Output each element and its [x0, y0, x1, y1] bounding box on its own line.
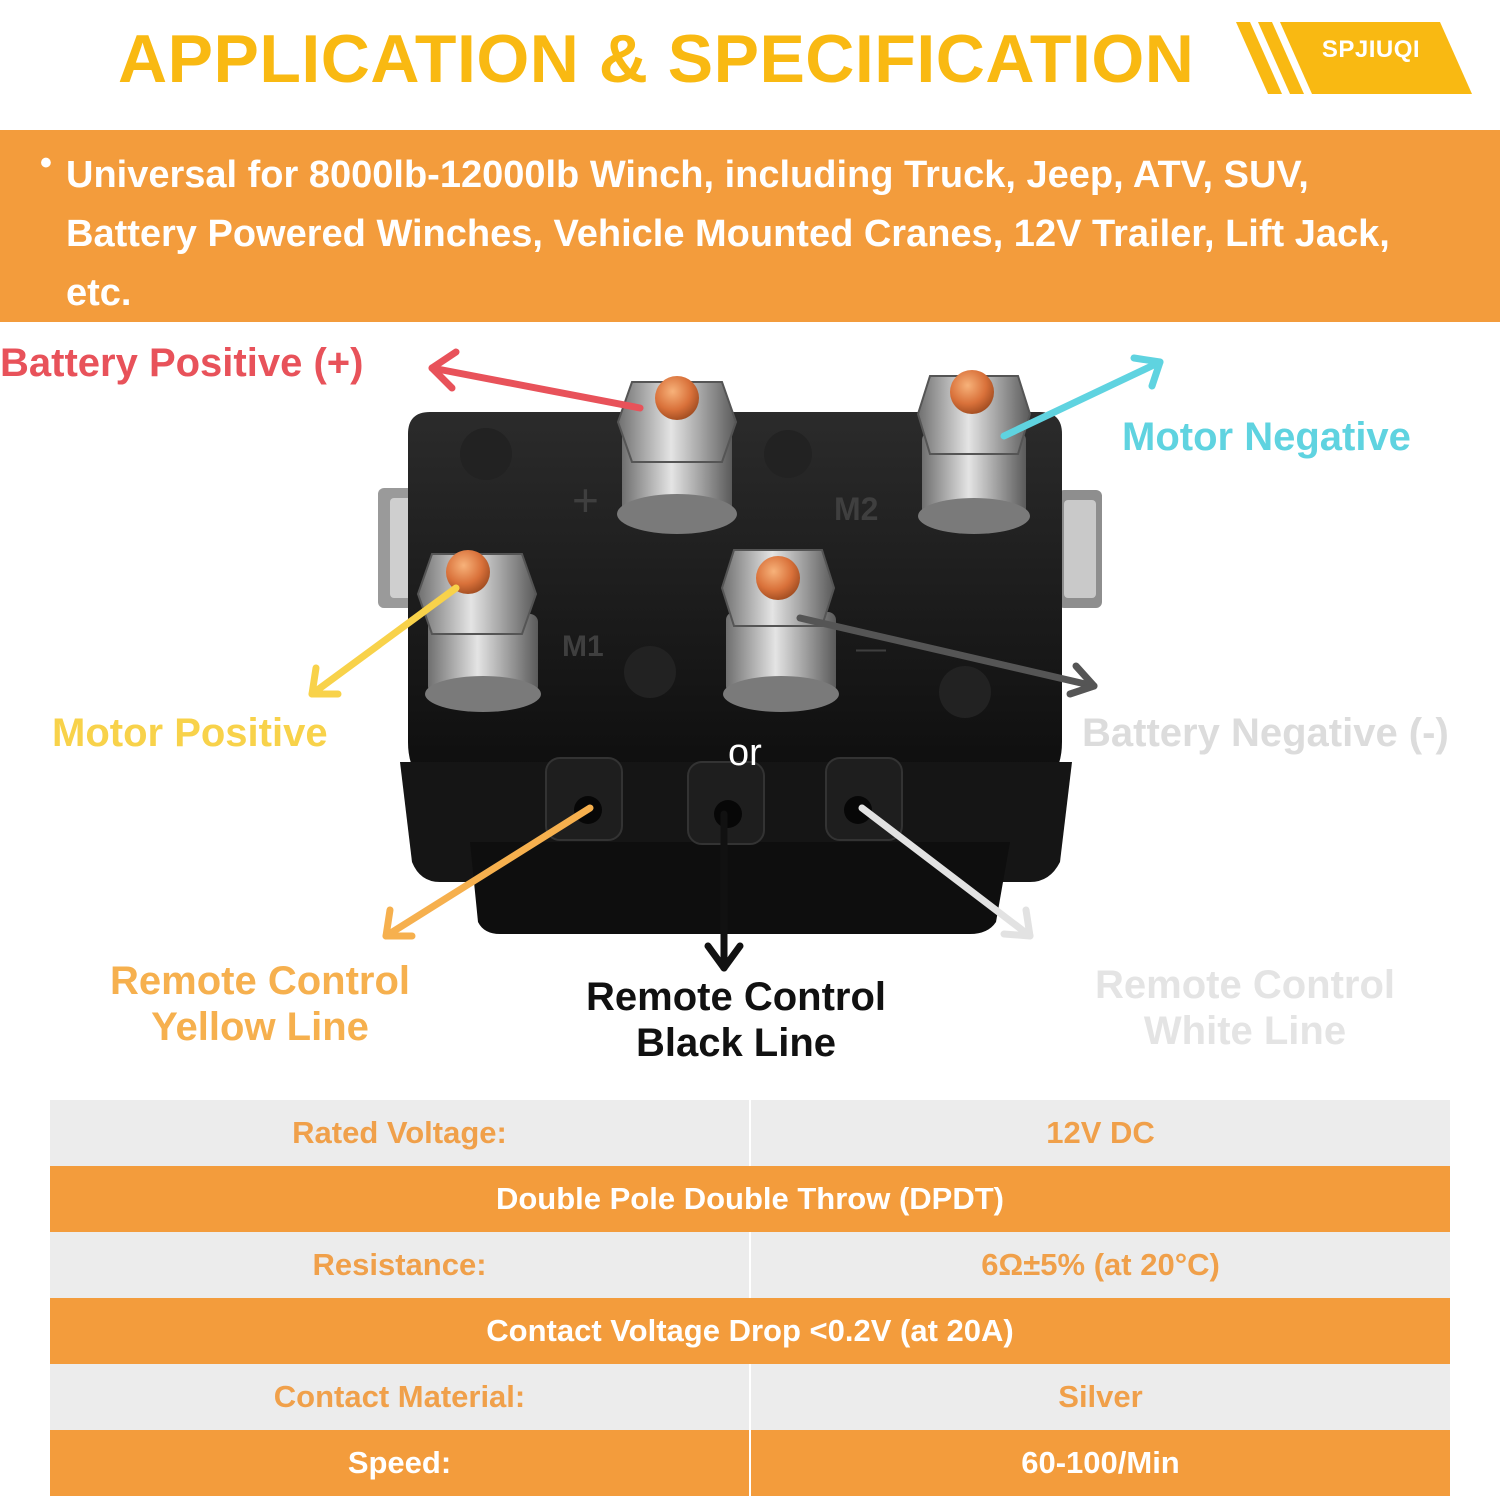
label-remote-white: Remote Control White Line — [1045, 962, 1445, 1054]
label-battery-negative: Battery Negative (-) — [1082, 711, 1449, 755]
brand-name: SPJIUQI — [1321, 36, 1421, 63]
spec-label-speed: Speed: — [50, 1430, 751, 1496]
spec-label-rated-voltage: Rated Voltage: — [50, 1100, 751, 1166]
spec-row-contact-material: Contact Material: Silver — [50, 1364, 1450, 1430]
terminal-mark-m2: M2 — [834, 491, 878, 527]
terminal-motor-positive — [416, 550, 541, 712]
spec-label-contact-material: Contact Material: — [50, 1364, 751, 1430]
label-or: or — [728, 732, 762, 774]
bullet-icon: • — [40, 144, 52, 182]
terminal-battery-negative — [720, 549, 839, 712]
spec-value-resistance: 6Ω±5% (at 20°C) — [981, 1247, 1220, 1282]
label-remote-yellow-line1: Remote Control — [110, 959, 410, 1003]
label-remote-black-line1: Remote Control — [586, 975, 886, 1019]
arrow-remote-black — [704, 810, 744, 972]
spec-value-contact-material: Silver — [1058, 1379, 1143, 1414]
spec-row-speed: Speed: 60-100/Min — [50, 1430, 1450, 1496]
spec-pole-type: Double Pole Double Throw (DPDT) — [495, 1181, 1005, 1216]
arrow-battery-negative — [796, 614, 1098, 698]
terminal-mark-plus: + — [572, 474, 599, 526]
terminal-battery-positive — [616, 376, 738, 534]
brand-badge-shape — [1236, 22, 1472, 94]
label-motor-positive: Motor Positive — [52, 711, 328, 755]
application-text: Universal for 8000lb-12000lb Winch, incl… — [66, 154, 1390, 314]
label-remote-yellow-line2: Yellow Line — [151, 1005, 369, 1049]
spec-row-contact-drop: Contact Voltage Drop <0.2V (at 20A) — [50, 1298, 1450, 1364]
spec-row-resistance: Resistance: 6Ω±5% (at 20°C) — [50, 1232, 1450, 1298]
solenoid-diagram: + M2 M1 — — [308, 348, 1164, 972]
label-remote-yellow: Remote Control Yellow Line — [60, 958, 460, 1050]
arrow-motor-negative — [1000, 354, 1164, 440]
mounting-bracket-right — [1058, 490, 1102, 608]
page-title: APPLICATION & SPECIFICATION — [118, 21, 1195, 97]
terminal-motor-negative — [916, 370, 1032, 534]
spec-value-rated-voltage: 12V DC — [1046, 1115, 1155, 1150]
spec-value-speed: 60-100/Min — [1021, 1445, 1180, 1480]
application-banner: • Universal for 8000lb-12000lb Winch, in… — [0, 130, 1500, 322]
label-motor-negative: Motor Negative — [1122, 415, 1411, 459]
label-remote-black: Remote Control Black Line — [536, 974, 936, 1066]
label-remote-white-line2: White Line — [1143, 1009, 1347, 1053]
label-remote-black-line2: Black Line — [635, 1021, 837, 1065]
solenoid-body — [400, 412, 1072, 934]
arrow-motor-positive — [308, 584, 460, 698]
spec-label-resistance: Resistance: — [50, 1232, 751, 1298]
arrow-battery-positive — [428, 348, 644, 412]
label-battery-positive: Battery Positive (+) — [0, 341, 364, 385]
brand-badge: SPJIUQI — [1236, 22, 1476, 94]
spec-contact-drop: Contact Voltage Drop <0.2V (at 20A) — [486, 1313, 1014, 1348]
specification-table: Rated Voltage: 12V DC Double Pole Double… — [50, 1100, 1450, 1496]
spec-row-pole-type: Double Pole Double Throw (DPDT) — [50, 1166, 1450, 1232]
label-remote-white-line1: Remote Control — [1095, 963, 1395, 1007]
arrow-remote-white — [858, 804, 1034, 940]
terminal-mark-m1: M1 — [562, 630, 604, 663]
spec-row-rated-voltage: Rated Voltage: 12V DC — [50, 1100, 1450, 1166]
arrow-remote-yellow — [382, 804, 594, 940]
